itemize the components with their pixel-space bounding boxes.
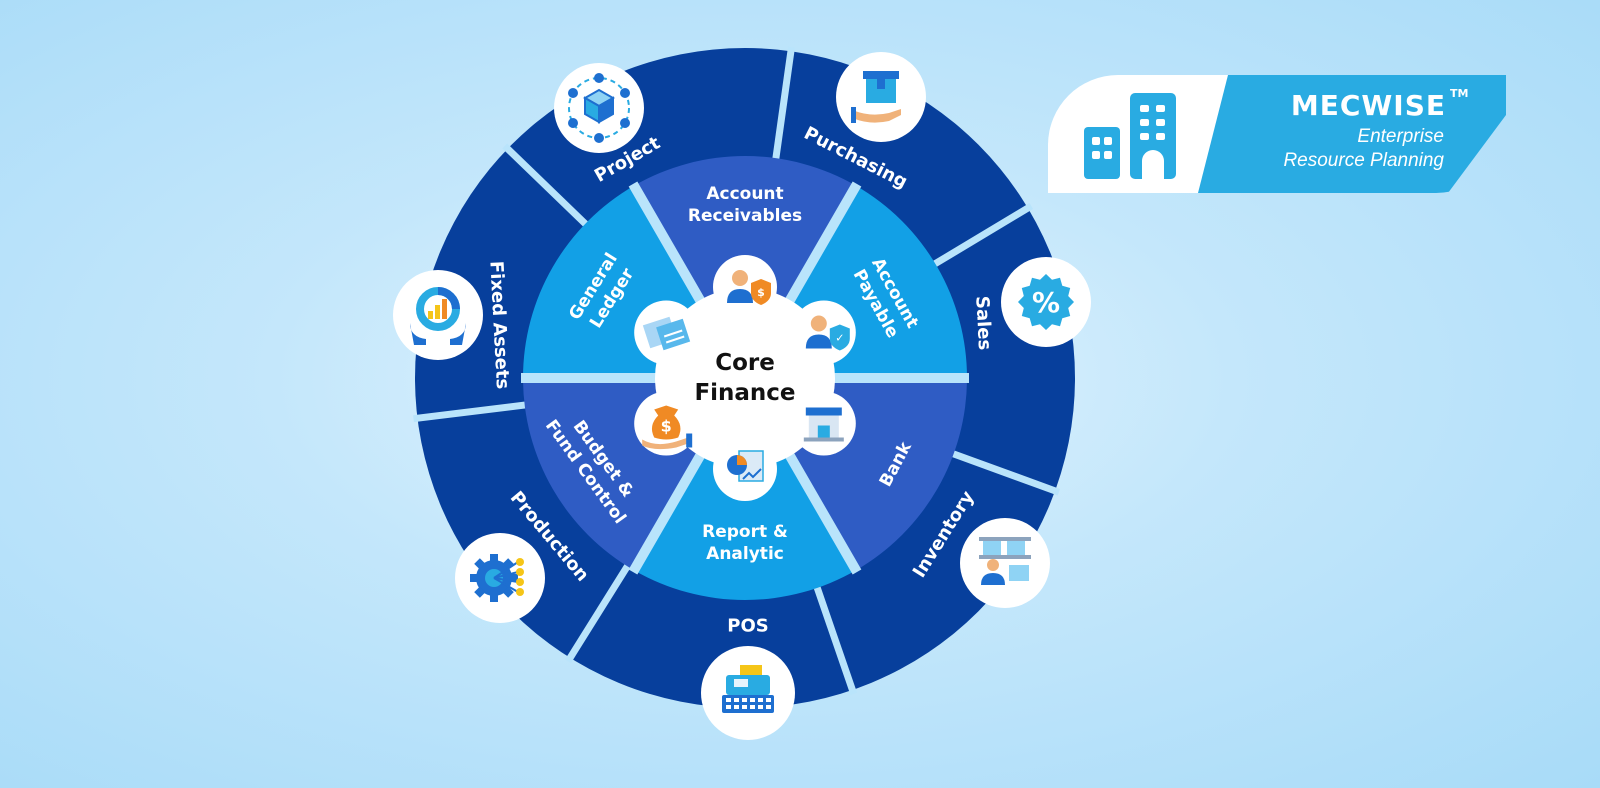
outer-separator: [413, 400, 536, 423]
brand-name: MECWISE: [1290, 89, 1446, 122]
bank-building-icon: [791, 391, 856, 456]
inner-segment-account-receivables: [634, 156, 856, 304]
office-building-icon: [1084, 93, 1176, 179]
ledger-book-icon: [634, 300, 699, 365]
brand-tagline-line1: Enterprise: [1357, 126, 1444, 147]
outer-label-sales: Sales: [971, 295, 995, 350]
report-chart-icon: [713, 437, 777, 501]
svg-text:$: $: [661, 417, 672, 436]
inner-segment-report-analytic: [634, 452, 856, 600]
center-title-line1: Core: [715, 350, 775, 376]
svg-text:✓: ✓: [835, 332, 844, 345]
outer-separator: [502, 143, 595, 234]
outer-separator: [810, 577, 858, 695]
inner-separator: [628, 444, 710, 575]
outer-separator: [565, 555, 636, 664]
cube-network-icon: [554, 63, 644, 153]
box-hand-icon: [836, 52, 926, 142]
money-bag-icon: $: [634, 391, 699, 456]
brand-trademark: TM: [1450, 87, 1469, 100]
brand-tagline-line2: Resource Planning: [1283, 150, 1444, 171]
asset-chart-icon: [393, 270, 483, 360]
outer-separator: [943, 447, 1061, 496]
inner-label-report-analytic: Report &Analytic: [702, 522, 788, 564]
warehouse-worker-icon: [960, 518, 1050, 608]
outer-label-pos: POS: [727, 615, 768, 636]
brand-text: MECWISE TM Enterprise Resource Planning: [1048, 75, 1506, 193]
center-disc: [655, 288, 835, 468]
svg-text:%: %: [1032, 286, 1060, 319]
receivable-user-icon: $: [713, 255, 777, 319]
outer-separator: [924, 202, 1034, 272]
logo-blue-panel: [1198, 75, 1506, 193]
svg-text:$: $: [757, 286, 765, 299]
inner-separator: [780, 444, 862, 575]
center-title-line2: Finance: [694, 380, 795, 406]
payable-user-icon: ✓: [791, 300, 856, 365]
mecwise-logo: MECWISE TM Enterprise Resource Planning: [1048, 75, 1506, 193]
percent-badge-icon: %: [1001, 257, 1091, 347]
inner-separator: [780, 181, 862, 312]
outer-icons: %: [393, 52, 1091, 740]
gear-network-icon: [455, 533, 545, 623]
inner-separator: [628, 181, 710, 312]
outer-separator: [771, 46, 795, 169]
cash-register-icon: [701, 646, 795, 740]
inner-icons: $ ✓ $: [634, 255, 856, 501]
